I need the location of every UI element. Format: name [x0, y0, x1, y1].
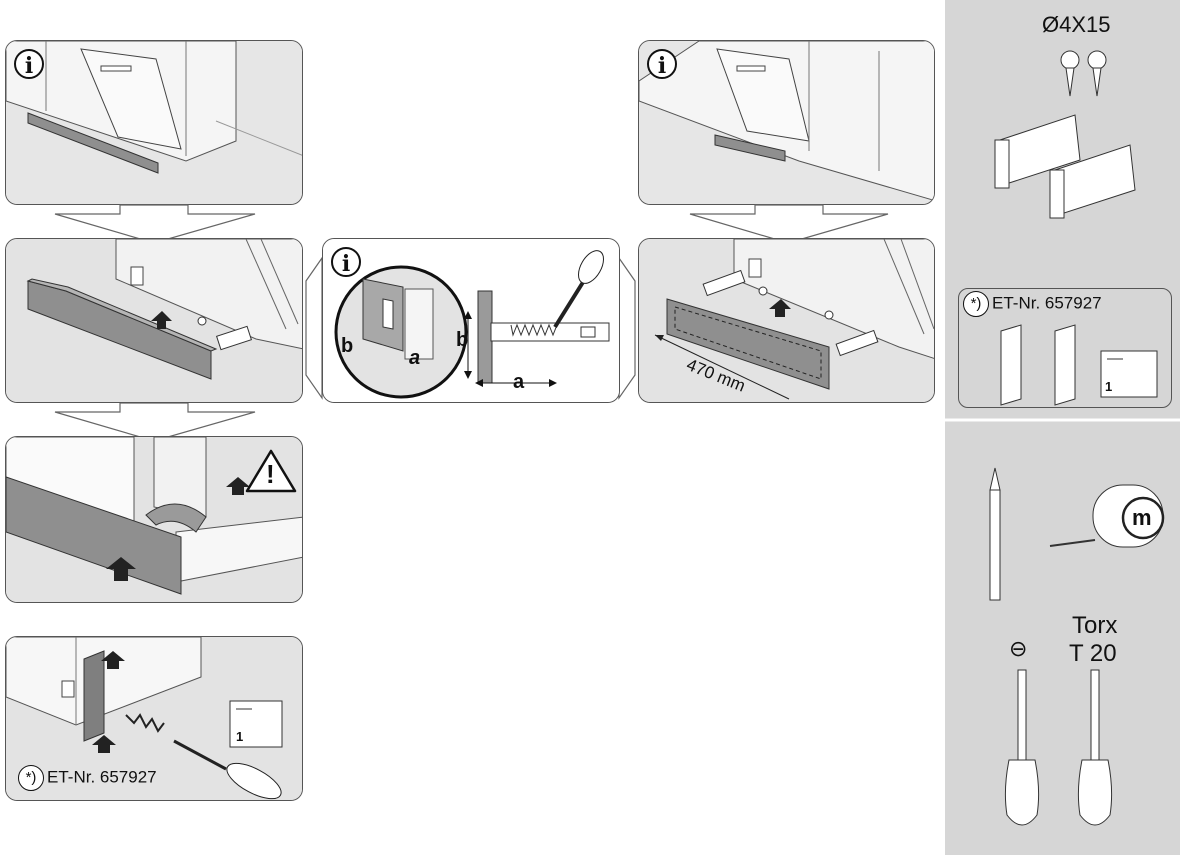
panel-step-plinth-right: 470 mm: [638, 238, 935, 403]
torx-screwdriver-icon: [1077, 669, 1113, 826]
flathead-screwdriver-icon: [1004, 669, 1040, 826]
spare-part-box: *)ET-Nr. 657927 1: [958, 288, 1172, 408]
pencil-icon: [989, 467, 1001, 601]
manual-page-label: 1: [1105, 379, 1113, 394]
dimension-b-detail-label: b: [341, 335, 354, 357]
plinth-attach-illustration: [6, 437, 302, 602]
tape-measure-icon: [1049, 484, 1165, 548]
screw-icon: [1060, 50, 1107, 97]
side-panels-manual-icon: [1000, 324, 1158, 406]
torx-label-line1: Torx: [1072, 612, 1118, 639]
manual-page-label: 1: [236, 729, 244, 744]
screw-spec-label: Ø4X15: [1042, 12, 1111, 37]
panel-step-measure-detail: i b a b a: [322, 238, 620, 403]
warning-symbol: !: [266, 459, 275, 489]
info-icon: i: [14, 49, 44, 79]
plinth-brackets-right-illustration: [639, 239, 934, 402]
torx-label-line2: T 20: [1069, 640, 1117, 667]
panel-step-side-panel: 1 *)ET-Nr. 657927: [5, 636, 303, 801]
dishwasher-overview-left-illustration: [6, 41, 302, 204]
spare-part-symbol: *): [18, 765, 44, 791]
spare-part-number: ET-Nr. 657927: [992, 293, 1102, 313]
side-panel-screw-illustration: [6, 637, 302, 800]
dimension-a-detail-label: a: [409, 347, 421, 369]
measure-detail-illustration: [323, 239, 619, 402]
panel-step-overview-left: i: [5, 40, 303, 205]
parts-tools-sidebar: Ø4X15 m ⊖ Torx T 20: [945, 0, 1180, 855]
plinth-bracket-left-illustration: [6, 239, 302, 402]
panel-step-overview-right: i: [638, 40, 935, 205]
spare-part-symbol: *): [963, 291, 989, 317]
spare-part-number: ET-Nr. 657927: [47, 767, 157, 787]
warning-icon: !: [244, 447, 298, 495]
dimension-b-label: b: [456, 329, 469, 351]
mounting-bracket-icon: [994, 114, 1136, 219]
bracket-right: [618, 256, 636, 400]
sidebar-illustrations: [945, 50, 1180, 826]
dimension-a-label: a: [513, 371, 525, 393]
dishwasher-overview-right-illustration: [639, 41, 934, 204]
info-icon: i: [647, 49, 677, 79]
info-icon: i: [331, 247, 361, 277]
panel-step-fit-plinth: !: [5, 436, 303, 603]
tape-measure-letter: m: [1132, 505, 1152, 530]
bracket-left: [305, 256, 323, 400]
panel-step-plinth-left: [5, 238, 303, 403]
flathead-symbol: ⊖: [1009, 636, 1028, 661]
spare-part-label: *)ET-Nr. 657927: [18, 765, 157, 791]
spare-part-label: *)ET-Nr. 657927: [963, 291, 1102, 317]
